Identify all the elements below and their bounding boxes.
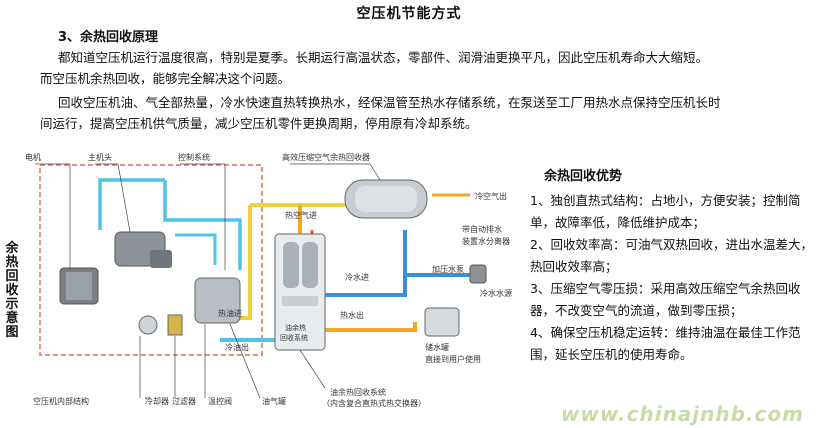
thermo-valve (167, 314, 183, 336)
label-oil-system-2: 回收系统 (280, 333, 308, 342)
label-internal: 空压机内部结构 (33, 396, 89, 406)
label-hot-oil-in: 热油进 (218, 308, 242, 318)
label-air-out: 冷空气出 (475, 191, 507, 201)
label-main-head: 主机头 (88, 152, 112, 162)
advantage-item-3: 3、压缩空气零压损：采用高效压缩空气余热回收器，不改变空气的流道，做到零压损； (530, 281, 801, 318)
main-head-outlet (150, 250, 172, 268)
diagram-side-label: 余热回收示意图 (5, 241, 19, 340)
label-oil-recovery-2: （内含复合直热式热交换器） (322, 398, 426, 408)
advantages-panel: 余热回收优势 1、独创直热式结构：占地小，方便安装；控制简单，故障率低，降低维护… (530, 166, 816, 366)
motor-fins (66, 272, 92, 300)
oil-gas-tank (194, 277, 241, 324)
advantage-item-2: 2、回收效率高：可油气双热回收，进出水温差大，热回收效率高； (530, 237, 813, 274)
advantage-item-4: 4、确保空压机稳定运转：维持油温在最佳工作范围，延长空压机的使用寿命。 (530, 325, 801, 362)
label-filter: 过滤器 (172, 396, 196, 406)
label-oil-gas-tank: 油气罐 (262, 396, 286, 406)
label-oil-system-1: 油余热 (285, 323, 306, 332)
label-heat-recovery-unit: 高效压缩空气余热回收器 (282, 152, 370, 162)
advantage-item-1: 1、独创直热式结构：占地小，方便安装；控制简单，故障率低，降低维护成本； (530, 193, 801, 230)
hot-water-pipe (325, 322, 417, 332)
cyan-pipe-2 (163, 180, 242, 270)
label-control: 控制系统 (178, 152, 210, 162)
recovery-line-2: 间运行，提高空压机供气质量，减少空压机零件更换周期，停用原有冷却系统。 (40, 116, 478, 131)
label-separator: 装置水分离器 (462, 236, 510, 246)
heat-recovery-unit-body (355, 186, 417, 212)
label-cold-water-in: 冷水进 (345, 272, 369, 282)
storage-tank (424, 307, 460, 337)
cabinet-cylinder-1 (283, 242, 299, 288)
intro-paragraph: 都知道空压机运行温度很高，特别是夏季。长期运行高温状态，零部件、润滑油更换平凡，… (40, 47, 708, 89)
cabinet-cylinder-2 (302, 242, 318, 288)
label-motor: 电机 (25, 152, 41, 162)
label-drain: 带自动排水 (462, 224, 502, 234)
label-booster-pump: 加压水泵 (432, 264, 464, 274)
filter (138, 315, 158, 335)
label-storage-desc: 直接到用户使用 (425, 354, 481, 364)
intro-line-2: 而空压机余热回收，能够完全解决这个问题。 (40, 71, 291, 86)
label-storage-tank: 储水罐 (425, 342, 449, 352)
label-cold-oil-out: 冷油出 (225, 342, 249, 352)
recovery-line-1: 回收空压机油、气全部热量，冷水快速直热转换热水，经保温管至热水存储系统，在泵送至… (58, 95, 721, 110)
label-oil-recovery-1: 油余热回收系统 (330, 387, 386, 397)
leader-lines (35, 163, 381, 399)
site-watermark: www.chinajnhb.com (560, 402, 804, 426)
cold-water-in-pipe (325, 275, 407, 297)
label-hot-water-out: 热水出 (340, 310, 364, 320)
advantages-title: 余热回收优势 (544, 169, 623, 184)
intro-line-1: 都知道空压机运行温度很高，特别是夏季。长期运行高温状态，零部件、润滑油更换平凡，… (58, 50, 709, 65)
recovery-paragraph: 回收空压机油、气全部热量，冷水快速直热转换热水，经保温管至热水存储系统，在泵送至… (40, 92, 721, 134)
label-cold-water-source: 冷水水源 (480, 288, 512, 298)
compressor-frame (39, 164, 263, 356)
page-title: 空压机节能方式 (356, 6, 462, 22)
cyan-loop-pipe (98, 178, 165, 230)
section-heading: 3、余热回收原理 (58, 30, 159, 45)
cyan-pipe-3 (175, 233, 217, 265)
label-thermo-valve: 温控阀 (208, 396, 232, 406)
cabinet-panel (282, 296, 318, 306)
booster-pump (469, 264, 487, 284)
label-cooler: 冷却器 (145, 396, 169, 406)
label-hot-air-in: 热空气进 (285, 210, 317, 220)
